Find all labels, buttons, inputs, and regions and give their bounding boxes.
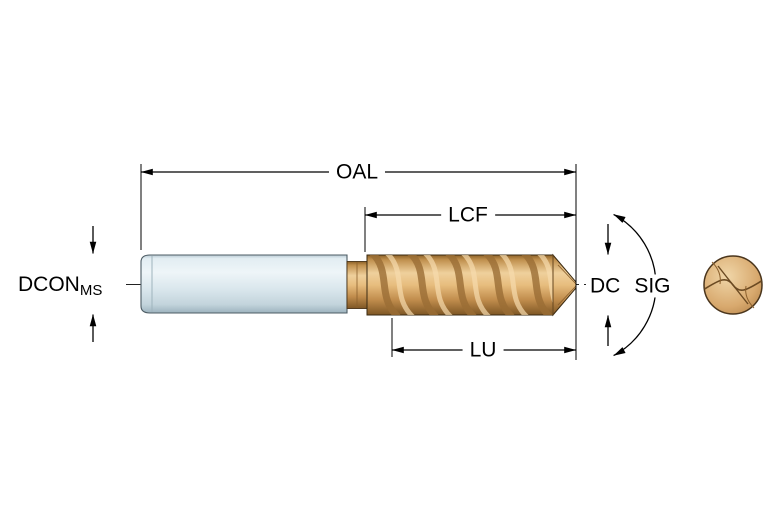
oal-label: OAL (328, 160, 386, 184)
dcon-label-text: DCON (18, 272, 80, 296)
drill-shank (140, 254, 348, 314)
dcon-subscript: MS (79, 281, 103, 299)
end-view-chisel-edge (717, 265, 749, 305)
drill-point (552, 253, 577, 317)
flute-helix-lines (369, 255, 553, 315)
lcf-label: LCF (441, 203, 495, 227)
dc-sig-label: DC SIG (586, 274, 675, 298)
end-view-edge-line (711, 261, 721, 285)
drill-neck (346, 261, 368, 309)
sig-label: SIG (634, 274, 671, 298)
dcon-label: DCONMS (14, 273, 106, 300)
dc-label: DC (590, 274, 621, 298)
drill-end-view (703, 255, 763, 315)
lu-label: LU (462, 338, 504, 362)
drill-fluted-body (366, 254, 554, 316)
end-view-edge-line-2 (745, 285, 755, 309)
